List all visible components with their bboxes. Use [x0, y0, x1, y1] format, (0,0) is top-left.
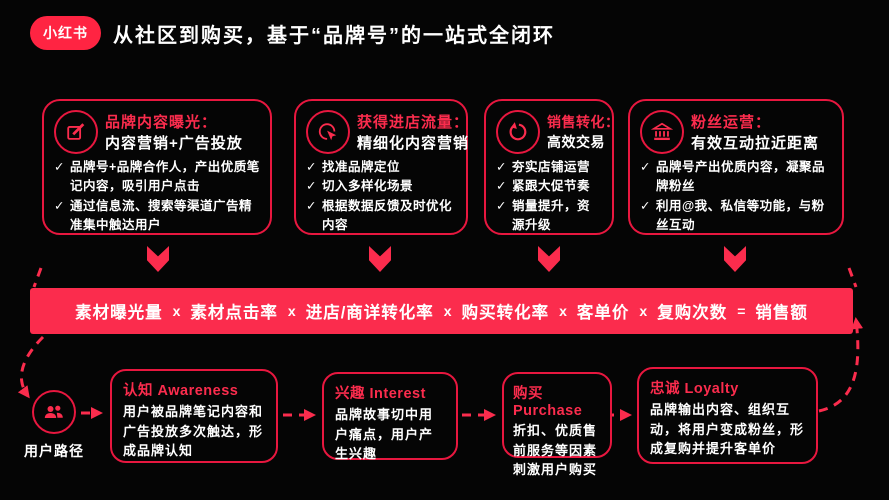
strategy-box-subtitle: 高效交易 — [547, 134, 605, 150]
formula-segment: 素材点击率 — [190, 304, 278, 322]
user-path-label: 用户路径 — [24, 443, 84, 459]
bullet-item: ✓ 利用@我、私信等功能，与粉丝互动 — [640, 197, 832, 236]
strategy-box-subtitle: 有效互动拉近距离 — [691, 135, 820, 152]
bullet-item: ✓ 品牌号+品牌合作人，产出优质笔记内容，吸引用户点击 — [54, 158, 260, 197]
click-icon — [306, 110, 350, 154]
bullet-text: 根据数据反馈及时优化内容 — [321, 198, 452, 233]
chevron-down-icon — [724, 246, 746, 272]
check-mark: ✓ — [496, 179, 507, 194]
formula-segment: 进店/商详转化率 — [305, 304, 434, 322]
strategy-box-head: 获得进店流量： 精细化内容营销 — [306, 110, 468, 154]
strategy-box-titles: 获得进店流量： 精细化内容营销 — [357, 111, 469, 153]
strategy-box-titles: 销售转化： 高效交易 — [547, 112, 620, 152]
journey-body: 折扣、优质售前服务等因素刺激用户购买 — [513, 423, 598, 477]
loop-stub-right — [847, 267, 858, 288]
check-mark: ✓ — [54, 198, 65, 213]
bullet-item: ✓ 销量提升，资源升级 — [496, 197, 602, 236]
formula-segment: 客单价 — [576, 304, 630, 322]
strategy-bullet-list: ✓ 品牌号产出优质内容，凝聚品牌粉丝 ✓ 利用@我、私信等功能，与粉丝互动 — [640, 158, 832, 236]
formula-segment: 复购次数 — [657, 304, 728, 322]
bullet-item: ✓ 夯实店铺运营 — [496, 158, 602, 177]
formula-segment: 购买转化率 — [461, 304, 550, 322]
bullet-item: ✓ 找准品牌定位 — [306, 158, 456, 177]
users-icon — [32, 390, 76, 434]
bullet-text: 紧跟大促节奏 — [511, 179, 590, 194]
strategy-box-title: 粉丝运营： — [691, 114, 772, 131]
refresh-icon — [496, 110, 540, 154]
formula-segment: 素材曝光量 — [75, 304, 163, 322]
sales-formula-bar: 素材曝光量 x 素材点击率 x 进店/商详转化率 x 购买转化率 x 客单价 x… — [30, 288, 853, 334]
bullet-item: ✓ 切入多样化场景 — [306, 177, 456, 196]
chevron-down-icon — [369, 246, 391, 272]
multiply-sign: x — [443, 303, 452, 319]
strategy-box-head: 品牌内容曝光： 内容营销+广告投放 — [54, 110, 260, 154]
strategy-box-subtitle: 内容营销+广告投放 — [105, 135, 243, 152]
multiply-sign: x — [639, 303, 648, 319]
journey-title: 认知 Awareness — [123, 383, 239, 399]
check-mark: ✓ — [640, 198, 651, 213]
journey-title: 忠诚 Loyalty — [650, 381, 739, 397]
multiply-sign: x — [287, 303, 296, 319]
loop-stub-left — [32, 267, 43, 288]
multiply-sign: x — [172, 303, 181, 319]
strategy-box-titles: 品牌内容曝光： 内容营销+广告投放 — [105, 111, 243, 153]
strategy-box-title: 销售转化： — [547, 114, 620, 130]
bullet-text: 找准品牌定位 — [321, 160, 400, 174]
bullet-item: ✓ 品牌号产出优质内容，凝聚品牌粉丝 — [640, 158, 832, 197]
chevron-down-icon — [147, 246, 169, 272]
strategy-bullet-list: ✓ 品牌号+品牌合作人，产出优质笔记内容，吸引用户点击 ✓ 通过信息流、搜索等渠道广… — [54, 158, 260, 236]
equals-sign: = — [737, 303, 746, 319]
check-mark: ✓ — [54, 160, 65, 174]
strategy-box-title: 获得进店流量： — [357, 114, 470, 131]
strategy-box-titles: 粉丝运营： 有效互动拉近距离 — [691, 111, 819, 153]
journey-box-purchase: 购买 Purchase 折扣、优质售前服务等因素刺激用户购买 — [502, 372, 612, 477]
bullet-text: 利用@我、私信等功能，与粉丝互动 — [655, 198, 825, 233]
strategy-bullet-list: ✓ 找准品牌定位 ✓ 切入多样化场景 ✓ 根据数据反馈及时优化内容 — [306, 158, 456, 236]
xiaohongshu-logo: 小红书 — [30, 16, 101, 50]
bullet-text: 销量提升，资源升级 — [511, 198, 590, 233]
strategy-box-head: 销售转化： 高效交易 — [496, 110, 619, 154]
bullet-text: 夯实店铺运营 — [511, 160, 590, 174]
check-mark: ✓ — [306, 160, 317, 174]
journey-body: 品牌输出内容、组织互动，将用户变成粉丝，形成复购并提升客单价 — [650, 402, 805, 456]
journey-title: 兴趣 Interest — [335, 386, 426, 402]
strategy-box-fan-operation: 粉丝运营： 有效互动拉近距离 ✓ 品牌号产出优质内容，凝聚品牌粉丝 ✓ 利用@我、私… — [628, 99, 844, 235]
bullet-item: ✓ 通过信息流、搜索等渠道广告精准集中触达用户 — [54, 197, 260, 236]
strategy-box-content-exposure: 品牌内容曝光： 内容营销+广告投放 ✓ 品牌号+品牌合作人，产出优质笔记内容，吸引… — [42, 99, 272, 235]
journey-box-loyalty: 忠诚 Loyalty 品牌输出内容、组织互动，将用户变成粉丝，形成复购并提升客单… — [637, 367, 818, 464]
strategy-box-sales-conversion: 销售转化： 高效交易 ✓ 夯实店铺运营 ✓ 紧跟大促节奏 ✓ 销量提升，资源升级 — [484, 99, 619, 236]
multiply-sign: x — [559, 303, 567, 319]
strategy-box-head: 粉丝运营： 有效互动拉近距离 — [640, 110, 832, 154]
bullet-text: 品牌号+品牌合作人，产出优质笔记内容，吸引用户点击 — [69, 160, 260, 194]
strategy-bullet-list: ✓ 夯实店铺运营 ✓ 紧跟大促节奏 ✓ 销量提升，资源升级 — [496, 158, 602, 236]
journey-box-interest: 兴趣 Interest 品牌故事切中用户痛点，用户产生兴趣 — [322, 372, 458, 461]
check-mark: ✓ — [640, 160, 651, 174]
strategy-box-subtitle: 精细化内容营销 — [357, 135, 470, 152]
bullet-text: 通过信息流、搜索等渠道广告精准集中触达用户 — [69, 198, 252, 233]
chevron-down-icon — [538, 246, 560, 272]
bullet-item: ✓ 紧跟大促节奏 — [496, 177, 602, 196]
page-title: 从社区到购买，基于“品牌号”的一站式全闭环 — [113, 24, 555, 47]
edit-icon — [54, 110, 98, 154]
bullet-item: ✓ 根据数据反馈及时优化内容 — [306, 197, 456, 236]
formula-result: 销售额 — [755, 304, 808, 322]
bar-to-user-arrow — [17, 335, 45, 399]
strategy-box-title: 品牌内容曝光： — [105, 114, 218, 131]
check-mark: ✓ — [306, 179, 317, 194]
bullet-text: 切入多样化场景 — [321, 179, 413, 194]
journey-body: 用户被品牌笔记内容和广告投放多次触达，形成品牌认知 — [123, 404, 264, 458]
bullet-text: 品牌号产出优质内容，凝聚品牌粉丝 — [655, 160, 825, 194]
header: 小红书 从社区到购买，基于“品牌号”的一站式全闭环 — [30, 16, 555, 50]
strategy-box-store-traffic: 获得进店流量： 精细化内容营销 ✓ 找准品牌定位 ✓ 切入多样化场景 ✓ 根据数据反馈… — [294, 99, 468, 235]
journey-title: 购买 Purchase — [513, 386, 583, 419]
check-mark: ✓ — [496, 160, 507, 174]
check-mark: ✓ — [306, 198, 317, 213]
journey-body: 品牌故事切中用户痛点，用户产生兴趣 — [335, 407, 434, 461]
bank-icon — [640, 110, 684, 154]
check-mark: ✓ — [496, 198, 507, 213]
journey-box-awareness: 认知 Awareness 用户被品牌笔记内容和广告投放多次触达，形成品牌认知 — [110, 369, 278, 463]
